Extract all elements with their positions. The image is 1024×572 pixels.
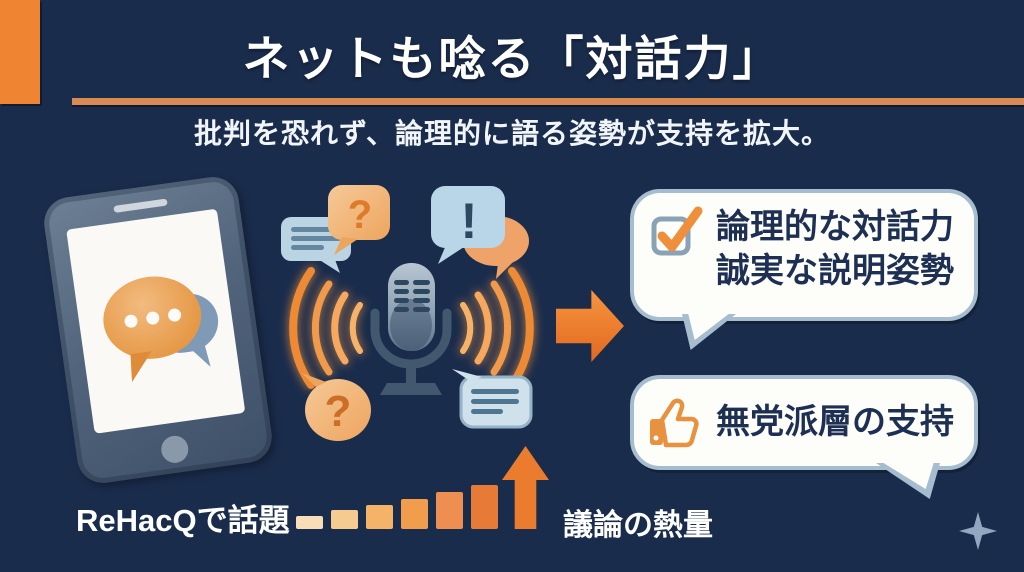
benefit-line: 論理的な対話力 bbox=[716, 208, 954, 246]
chat-bubble-blue-tail bbox=[188, 343, 211, 370]
chat-dot bbox=[123, 313, 138, 329]
speech-bubble-question-bottom-icon: ? bbox=[302, 373, 371, 441]
heat-bar bbox=[331, 510, 358, 529]
sound-waves bbox=[289, 267, 534, 389]
microphone-icon bbox=[370, 263, 452, 395]
question-mark-glyph: ? bbox=[325, 387, 352, 436]
benefit-bubble-support: 無党派層の支持 bbox=[630, 375, 978, 499]
bubble-tail bbox=[882, 462, 934, 489]
heat-bar bbox=[471, 485, 498, 529]
heat-bar bbox=[366, 505, 393, 529]
chat-dot bbox=[144, 310, 160, 326]
speech-bubble-lines-bottom-right-icon bbox=[452, 369, 533, 429]
page-title: ネットも唸る「対話力」 bbox=[242, 32, 782, 85]
chat-dot bbox=[166, 307, 182, 322]
checkbox-icon bbox=[651, 206, 703, 256]
exclamation-mark-glyph: ! bbox=[461, 193, 478, 249]
question-mark-glyph: ? bbox=[348, 193, 372, 237]
phone-screen bbox=[66, 208, 246, 434]
benefit-text: 無党派層の支持 bbox=[716, 403, 954, 442]
thumbs-up-icon bbox=[650, 398, 699, 447]
subtitle: 批判を恐れず、論理的に語る姿勢が支持を拡大。 bbox=[193, 118, 831, 149]
benefit-text: 論理的な対話力 誠実な説明姿勢 bbox=[716, 205, 954, 293]
sparkle-icon bbox=[959, 512, 997, 550]
heat-bar bbox=[401, 499, 428, 529]
bubble-tail bbox=[688, 313, 730, 340]
speech-bubble-exclamation-icon: ! bbox=[431, 186, 505, 264]
heat-bar bbox=[436, 492, 463, 529]
title-divider bbox=[72, 98, 1024, 105]
heat-chart-label: 議論の熱量 bbox=[563, 509, 713, 542]
heat-bar bbox=[296, 516, 323, 529]
heat-bars bbox=[296, 482, 506, 529]
phone-caption: ReHacQで話題 bbox=[76, 503, 290, 538]
benefit-line: 誠実な説明姿勢 bbox=[716, 252, 954, 291]
microphone-discussion-illustration: ? ! ? bbox=[281, 185, 534, 441]
benefit-bubble-dialogue: 論理的な対話力 誠実な説明姿勢 bbox=[630, 189, 978, 350]
speech-bubble-question-top-icon: ? bbox=[328, 185, 390, 255]
smartphone-illustration bbox=[40, 173, 276, 487]
corner-accent-bar bbox=[0, 0, 40, 104]
